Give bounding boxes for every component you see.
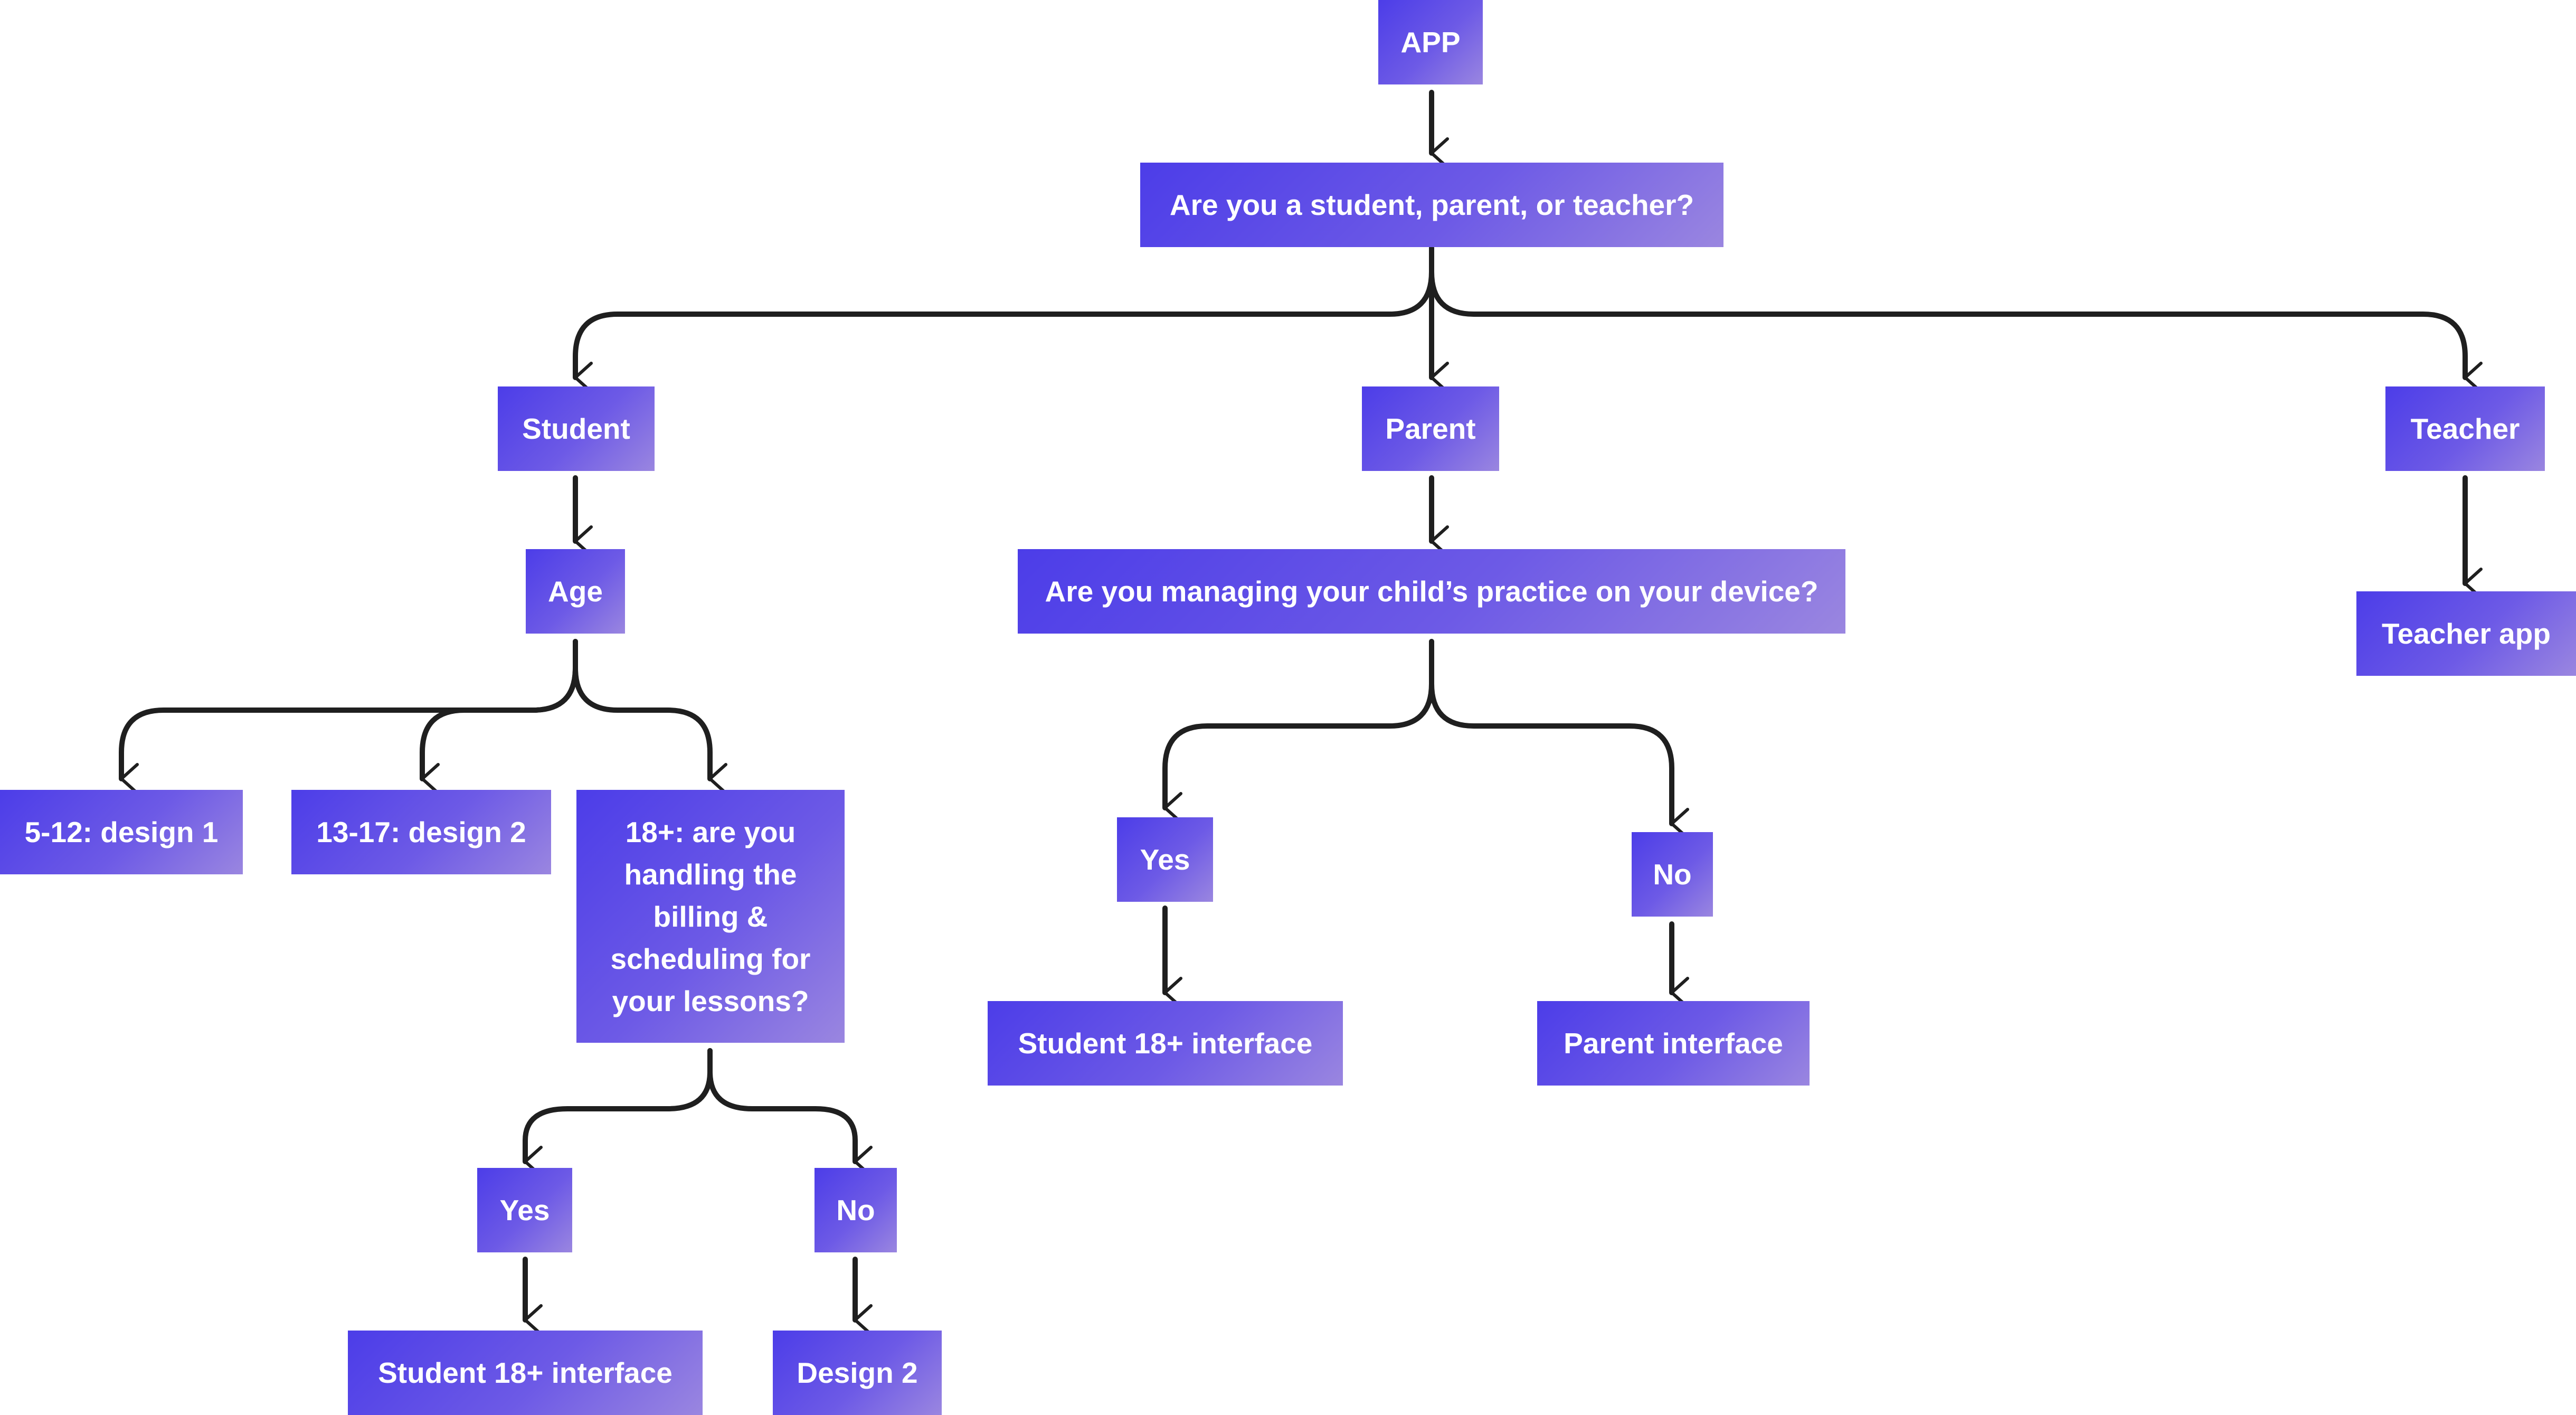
arrow-parent-q-to-no [1429,639,1689,839]
node-parent-yes: Yes [1117,817,1213,902]
arrow-role-to-teacher [1429,246,2483,393]
node-parent-no-result-label: Parent interface [1564,1027,1783,1060]
node-student-yes-label: Yes [499,1194,550,1227]
node-age: Age [526,549,625,634]
node-student-yes-result-label: Student 18+ interface [378,1356,673,1389]
node-age-label: Age [548,575,603,608]
node-student-yes-result: Student 18+ interface [348,1331,703,1415]
node-app: APP [1378,0,1483,84]
node-role-question: Are you a student, parent, or teacher? [1140,163,1723,247]
node-parent-question: Are you managing your child’s practice o… [1018,549,1845,634]
node-role-question-label: Are you a student, parent, or teacher? [1169,188,1694,221]
node-parent-yes-result-label: Student 18+ interface [1018,1027,1313,1060]
arrow-role-to-student [573,246,1434,393]
node-age-18-question-label: 18+: are you handling the billing & sche… [610,815,811,1017]
node-age-13-17: 13-17: design 2 [291,790,551,874]
arrow-age-to-13-17 [420,639,578,795]
node-student: Student [498,386,655,471]
node-teacher-app-label: Teacher app [2382,617,2551,650]
node-parent-yes-result: Student 18+ interface [988,1001,1343,1086]
node-parent: Parent [1362,386,1499,471]
node-app-label: APP [1400,26,1461,59]
node-parent-no: No [1632,832,1713,917]
arrow-parent-q-to-yes [1162,639,1434,824]
node-teacher: Teacher [2385,386,2545,471]
node-student-no-result-label: Design 2 [797,1356,918,1389]
node-student-no: No [815,1168,897,1252]
node-age-5-12: 5-12: design 1 [0,790,243,874]
arrow-18-to-yes [523,1048,713,1177]
node-parent-no-label: No [1653,858,1692,891]
node-parent-label: Parent [1385,412,1476,445]
node-parent-no-result: Parent interface [1537,1001,1810,1086]
node-student-no-result: Design 2 [773,1331,942,1415]
node-teacher-app: Teacher app [2356,591,2576,676]
arrow-age-to-18 [573,639,727,795]
node-age-18-question: 18+: are you handling the billing & sche… [576,790,845,1043]
node-student-label: Student [522,412,630,445]
node-teacher-label: Teacher [2410,412,2520,445]
node-parent-yes-label: Yes [1140,843,1190,876]
arrow-age-to-5-12 [119,639,578,795]
arrow-18-to-no [707,1048,873,1177]
node-age-5-12-label: 5-12: design 1 [24,816,219,848]
node-student-yes: Yes [477,1168,572,1252]
node-parent-question-label: Are you managing your child’s practice o… [1045,575,1819,608]
node-student-no-label: No [836,1194,875,1227]
node-age-13-17-label: 13-17: design 2 [316,816,526,848]
